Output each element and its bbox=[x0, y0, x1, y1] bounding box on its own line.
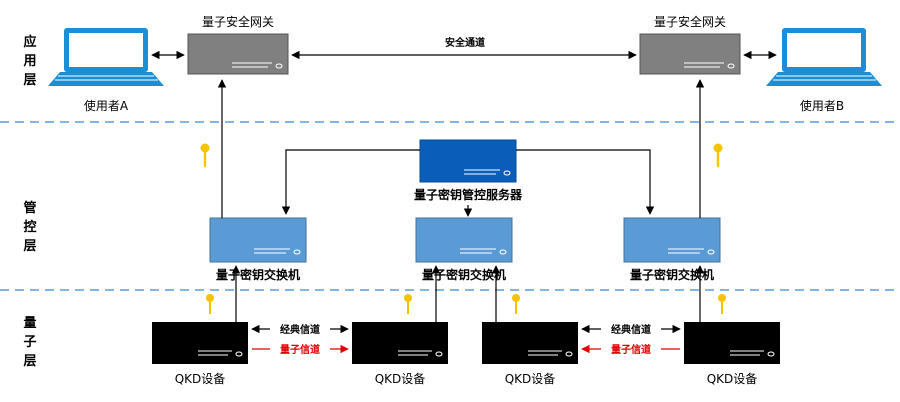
link-server-switch-left bbox=[281, 149, 420, 215]
key-icon bbox=[200, 143, 210, 167]
layer-label-control-char: 管 bbox=[23, 200, 36, 216]
secure-channel-label: 安全通道 bbox=[445, 36, 485, 49]
computer-icon-user-b bbox=[766, 28, 882, 86]
classical-channel-label-1: 经典信道 bbox=[280, 323, 320, 336]
control-server bbox=[419, 139, 517, 183]
qkd-device-4 bbox=[684, 322, 780, 364]
link-server-switch-right bbox=[516, 149, 655, 215]
key-icon bbox=[512, 294, 520, 314]
qkd-device-4-label: QKD设备 bbox=[707, 372, 758, 386]
key-icon bbox=[404, 294, 412, 314]
qkd-device-3-label: QKD设备 bbox=[505, 372, 556, 386]
gateway-left-label: 量子安全网关 bbox=[202, 14, 274, 29]
key-icon bbox=[206, 294, 214, 314]
qkd-device-1 bbox=[152, 322, 248, 364]
key-switch-middle bbox=[415, 217, 513, 263]
user-b-label: 使用者B bbox=[800, 98, 844, 113]
key-switch-left bbox=[209, 217, 307, 263]
gateway-right-label: 量子安全网关 bbox=[654, 14, 726, 29]
key-switch-right-label: 量子密钥交换机 bbox=[630, 267, 714, 282]
key-switch-middle-label: 量子密钥交换机 bbox=[422, 267, 506, 282]
quantum-channel-label-1: 量子信道 bbox=[280, 343, 320, 356]
layer-label-application-char: 应 bbox=[23, 34, 36, 50]
key-icon bbox=[713, 143, 723, 167]
layer-label-control: 管 控 层 bbox=[23, 200, 36, 254]
quantum-channel-label-2: 量子信道 bbox=[611, 343, 651, 356]
layer-label-application: 应 用 层 bbox=[22, 34, 36, 88]
qkd-device-3 bbox=[482, 322, 578, 364]
layer-label-quantum-char: 量 bbox=[23, 316, 36, 331]
layer-label-control-char: 层 bbox=[23, 239, 36, 254]
computer-icon-user-a bbox=[48, 28, 164, 86]
gateway-right bbox=[639, 33, 741, 75]
key-icon bbox=[718, 294, 726, 314]
layer-label-application-char: 层 bbox=[23, 73, 36, 88]
qkd-device-2-label: QKD设备 bbox=[375, 372, 426, 386]
layer-label-quantum-char: 子 bbox=[23, 335, 36, 350]
layer-label-quantum-char: 层 bbox=[23, 354, 36, 369]
key-switch-left-label: 量子密钥交换机 bbox=[216, 267, 300, 282]
layer-label-control-char: 控 bbox=[23, 219, 36, 235]
user-a-label: 使用者A bbox=[84, 98, 129, 113]
layer-label-quantum: 量 子 层 bbox=[23, 316, 36, 369]
control-server-label: 量子密钥管控服务器 bbox=[414, 187, 523, 202]
qkd-device-2 bbox=[352, 322, 448, 364]
classical-channel-label-2: 经典信道 bbox=[611, 323, 651, 336]
key-switch-right bbox=[623, 217, 721, 263]
gateway-left bbox=[187, 33, 289, 75]
qkd-device-1-label: QKD设备 bbox=[175, 372, 226, 386]
layer-label-application-char: 用 bbox=[22, 54, 36, 69]
